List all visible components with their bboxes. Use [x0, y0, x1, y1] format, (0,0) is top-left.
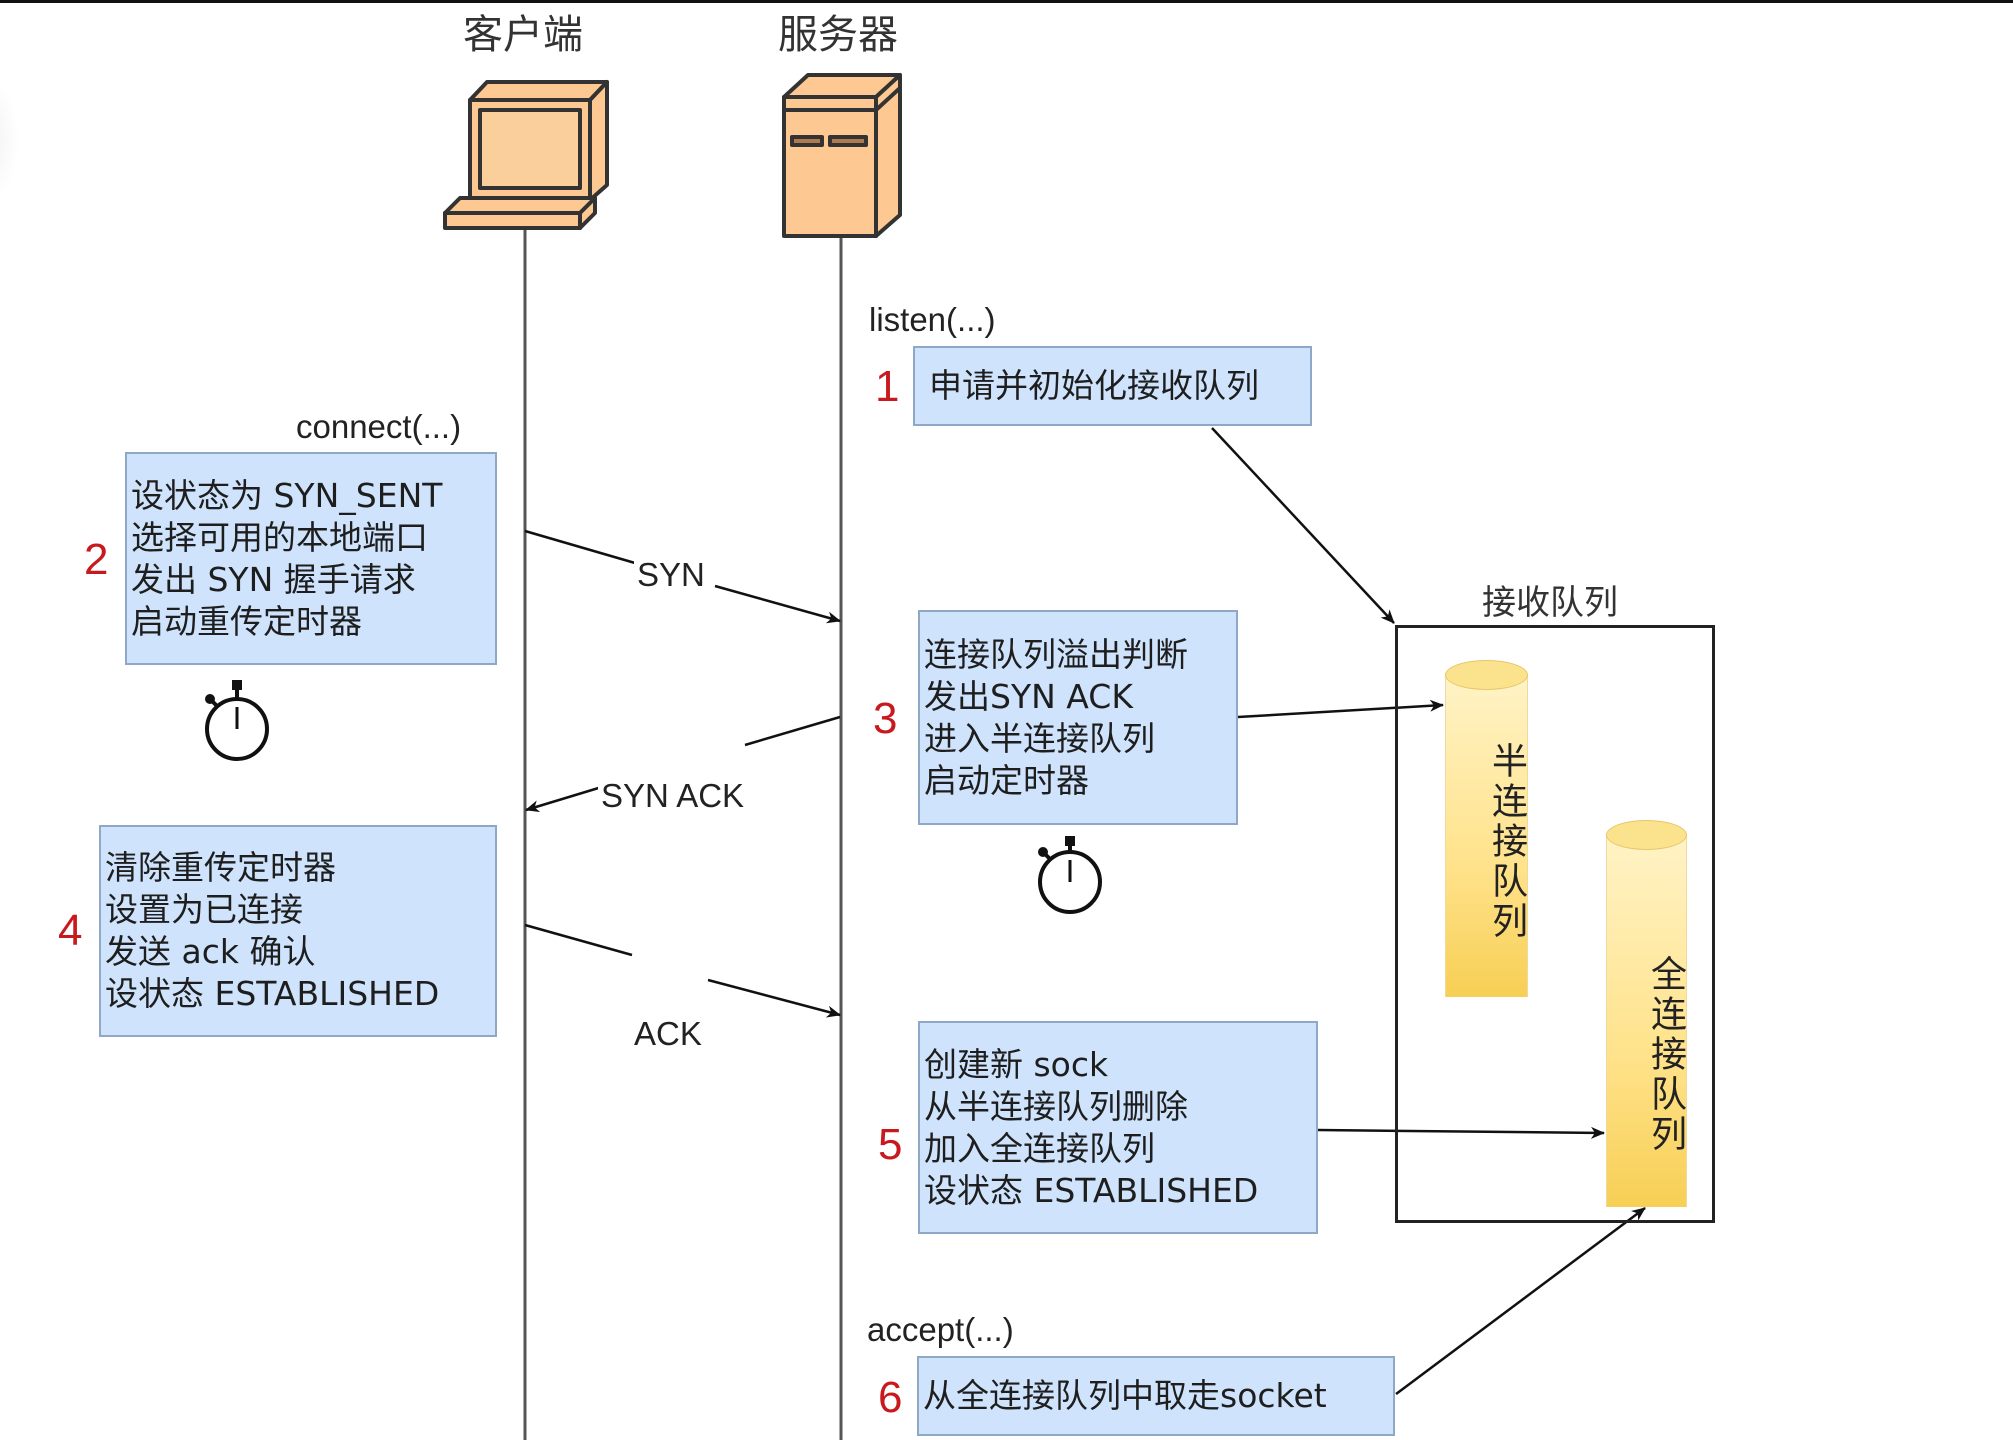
init-queue-arrow — [1211, 427, 1395, 624]
half-queue-label: 半连接队列 — [1486, 742, 1527, 942]
full-queue-label: 全连接队列 — [1645, 955, 1686, 1155]
step-3-line-3: 进入半连接队列 — [924, 718, 1155, 758]
step-4-line-4: 设状态 ESTABLISHED — [105, 974, 440, 1013]
step-5-box: 创建新 sock 从半连接队列删除 加入全连接队列 设状态 ESTABLISHE… — [918, 1021, 1318, 1234]
step-3-line-4: 启动定时器 — [924, 760, 1089, 800]
step-5-line-2: 从半连接队列删除 — [924, 1086, 1188, 1126]
step-number-3: 3 — [873, 694, 898, 743]
step-5-line-3: 加入全连接队列 — [924, 1128, 1155, 1168]
step-number-1: 1 — [875, 362, 900, 411]
step-number-6: 6 — [878, 1373, 903, 1422]
half-queue-top — [1445, 660, 1528, 690]
half-connection-queue: 半连接队列 — [1445, 660, 1528, 997]
receive-queue-title: 接收队列 — [1482, 583, 1618, 623]
half-queue-body — [1445, 675, 1528, 997]
step-2-line-1: 设状态为 SYN_SENT — [131, 475, 443, 515]
syn-ack-message-label: SYN ACK — [598, 777, 748, 815]
edge-shadow — [0, 80, 20, 200]
step-2-box: 设状态为 SYN_SENT 选择可用的本地端口 发出 SYN 握手请求 启动重传… — [125, 452, 497, 665]
to-full-queue-arrow — [1317, 1126, 1605, 1139]
step-5-line-4: 设状态 ESTABLISHED — [924, 1170, 1259, 1210]
ack-arrow — [524, 923, 841, 1018]
syn-message-label: SYN — [634, 556, 708, 594]
step-1-line-1: 申请并初始化接收队列 — [929, 366, 1259, 405]
step-2-line-3: 发出 SYN 握手请求 — [131, 559, 416, 599]
step-4-line-3: 发送 ack 确认 — [105, 932, 316, 971]
step-1-box: 申请并初始化接收队列 — [913, 346, 1312, 426]
full-queue-top — [1606, 820, 1687, 850]
ack-message-label: ACK — [631, 1015, 705, 1053]
step-6-line-1: 从全连接队列中取走socket — [923, 1376, 1327, 1415]
step-3-line-1: 连接队列溢出判断 — [924, 634, 1188, 674]
step-number-5: 5 — [878, 1120, 903, 1169]
window-top-border — [0, 0, 2013, 3]
accept-call-label: accept(...) — [867, 1311, 1014, 1348]
step-number-2: 2 — [84, 535, 109, 584]
step-4-line-2: 设置为已连接 — [105, 890, 303, 929]
server-title: 服务器 — [778, 12, 898, 58]
full-connection-queue: 全连接队列 — [1606, 820, 1687, 1207]
client-title: 客户端 — [463, 12, 583, 58]
to-half-queue-arrow — [1237, 699, 1444, 719]
step-2-line-4: 启动重传定时器 — [131, 601, 362, 641]
step-5-line-1: 创建新 sock — [924, 1044, 1109, 1084]
step-4-box: 清除重传定时器 设置为已连接 发送 ack 确认 设状态 ESTABLISHED — [99, 825, 497, 1037]
take-from-full-queue-arrow — [1395, 1206, 1646, 1396]
listen-call-label: listen(...) — [869, 301, 996, 338]
step-number-4: 4 — [58, 906, 83, 955]
step-2-line-2: 选择可用的本地端口 — [131, 517, 428, 557]
receive-queue-frame — [1395, 625, 1715, 1223]
step-4-line-1: 清除重传定时器 — [105, 848, 336, 887]
step-3-box: 连接队列溢出判断 发出SYN ACK 进入半连接队列 启动定时器 — [918, 610, 1238, 825]
step-3-line-2: 发出SYN ACK — [924, 676, 1133, 716]
step-6-box: 从全连接队列中取走socket — [917, 1356, 1395, 1436]
full-queue-body — [1606, 835, 1687, 1207]
connect-call-label: connect(...) — [296, 408, 462, 445]
syn-arrow — [524, 529, 841, 624]
